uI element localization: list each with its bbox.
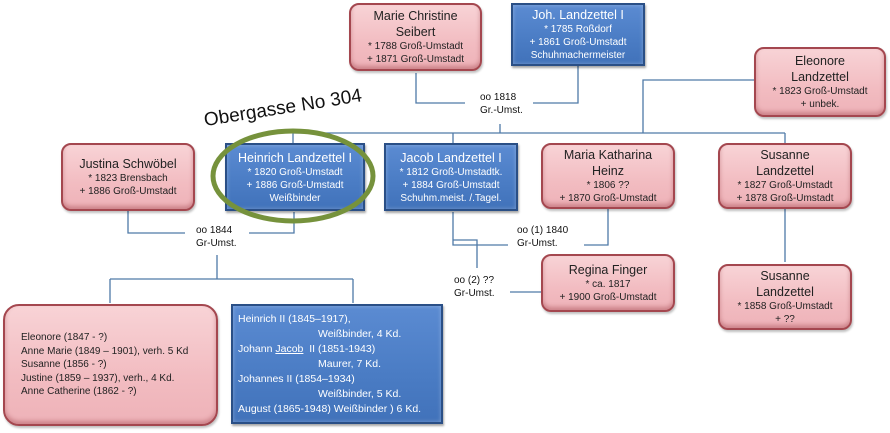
connector-jacob-2 bbox=[453, 239, 478, 268]
birth-info: * 1812 Groß-Umstadtk. bbox=[399, 166, 503, 178]
death-info: + 1861 Groß-Umstadt bbox=[529, 37, 627, 48]
death-info: + unbek. bbox=[800, 99, 840, 110]
marriage-label-1818: oo 1818 Gr.-Umst. bbox=[480, 91, 523, 117]
person-box-jacob[interactable]: Jacob Landzettel I * 1812 Groß-Umstadtk.… bbox=[384, 143, 518, 211]
connector-1840-right bbox=[584, 208, 609, 246]
death-info: + 1886 Groß-Umstadt bbox=[246, 179, 344, 191]
person-box-maria-katharina[interactable]: Maria Katharina Heinz * 1806 ?? + 1870 G… bbox=[541, 143, 675, 209]
person-name: Susanne bbox=[760, 148, 810, 162]
occupation: Schuhm.meist. /.Tagel. bbox=[400, 192, 502, 204]
person-name: Heinrich Landzettel I bbox=[238, 150, 352, 165]
person-name: Landzettel bbox=[756, 164, 814, 178]
person-box-marie-christine[interactable]: Marie Christine Seibert * 1788 Groß-Umst… bbox=[349, 3, 482, 71]
person-name: Marie Christine bbox=[373, 9, 458, 23]
daughters-box[interactable]: Eleonore (1847 - ?) Anne Marie (1849 – 1… bbox=[3, 304, 218, 426]
person-name: Heinz bbox=[592, 164, 624, 178]
person-name: Regina Finger bbox=[568, 263, 648, 277]
death-info: + ?? bbox=[775, 314, 795, 325]
death-info: + 1900 Groß-Umstadt bbox=[559, 292, 657, 303]
marriage-date: oo 1844 bbox=[196, 225, 233, 236]
person-name: Susanne bbox=[760, 269, 810, 283]
person-name: Joh. Landzettel I bbox=[532, 8, 624, 22]
sons-box[interactable]: Heinrich II (1845–1917), Weißbinder, 4 K… bbox=[231, 304, 443, 424]
person-name: Eleonore bbox=[794, 54, 846, 68]
marriage-label-2: oo (2) ?? Gr-Umst. bbox=[454, 274, 495, 300]
marriage-place: Gr-Umst. bbox=[196, 238, 237, 249]
birth-info: * 1858 Groß-Umstadt bbox=[737, 301, 833, 312]
marriage-place: Gr-Umst. bbox=[517, 238, 558, 249]
person-box-eleonore[interactable]: Eleonore Landzettel * 1823 Groß-Umstadt … bbox=[754, 47, 886, 117]
person-name: Jacob Landzettel I bbox=[400, 150, 502, 165]
death-info: + 1878 Groß-Umstadt bbox=[736, 193, 834, 204]
person-box-joh-landzettel[interactable]: Joh. Landzettel I * 1785 Roßdorf + 1861 … bbox=[511, 3, 645, 66]
daughter-item: Eleonore (1847 - ?) bbox=[21, 332, 108, 344]
birth-info: * 1823 Groß-Umstadt bbox=[772, 86, 868, 97]
connector-1818-right bbox=[533, 66, 579, 104]
birth-info: * ca. 1817 bbox=[585, 279, 631, 290]
marriage-place: Gr.-Umst. bbox=[480, 105, 523, 116]
marriage-label-1844: oo 1844 Gr-Umst. bbox=[196, 224, 237, 250]
birth-info: * 1785 Roßdorf bbox=[544, 24, 612, 35]
birth-info: * 1788 Groß-Umstadt bbox=[367, 41, 464, 52]
occupation: Schuhmachermeister bbox=[530, 50, 626, 61]
person-name: Seibert bbox=[395, 25, 436, 39]
marriage-date: oo (2) ?? bbox=[454, 275, 495, 286]
son-name-prefix: Johann bbox=[238, 342, 276, 355]
marriage-date: oo 1818 bbox=[480, 92, 517, 103]
son-item: Johann Jacob II (1851-1943) bbox=[238, 342, 375, 357]
death-info: + 1871 Groß-Umstadt bbox=[367, 54, 464, 65]
marriage-place: Gr-Umst. bbox=[454, 288, 495, 299]
birth-info: * 1823 Brensbach bbox=[88, 173, 168, 184]
son-item: Heinrich II (1845–1917), bbox=[238, 312, 351, 325]
son-occupation: Weißbinder, 4 Kd. bbox=[318, 327, 402, 340]
person-name: Justina Schwöbel bbox=[79, 157, 177, 171]
daughter-item: Anne Marie (1849 – 1901), verh. 5 Kd bbox=[21, 345, 189, 357]
daughter-item: Susanne (1856 - ?) bbox=[21, 359, 107, 371]
person-name: Landzettel bbox=[791, 70, 849, 84]
son-occupation: Weißbinder, 5 Kd. bbox=[318, 387, 402, 400]
daughter-item: Justine (1859 – 1937), verh., 4 Kd. bbox=[21, 372, 175, 384]
son-occupation: Maurer, 7 Kd. bbox=[318, 357, 382, 370]
marriage-date: oo (1) 1840 bbox=[517, 225, 569, 236]
birth-info: * 1820 Groß-Umstadt bbox=[247, 166, 343, 178]
person-name: Landzettel bbox=[756, 285, 814, 299]
marriage-label-1840: oo (1) 1840 Gr-Umst. bbox=[517, 224, 568, 250]
connector-jacob bbox=[452, 212, 508, 246]
son-name-underlined: Jacob bbox=[275, 342, 304, 355]
birth-info: * 1806 ?? bbox=[586, 180, 630, 191]
person-box-justina[interactable]: Justina Schwöbel * 1823 Brensbach + 1886… bbox=[61, 143, 195, 211]
person-box-regina[interactable]: Regina Finger * ca. 1817 + 1900 Groß-Ums… bbox=[541, 254, 675, 312]
branch-eleonore bbox=[642, 79, 754, 133]
death-info: + 1870 Groß-Umstadt bbox=[559, 193, 657, 204]
occupation: Weißbinder bbox=[269, 192, 321, 204]
person-box-heinrich[interactable]: Heinrich Landzettel I * 1820 Groß-Umstad… bbox=[225, 143, 365, 211]
person-box-susanne-1827[interactable]: Susanne Landzettel * 1827 Groß-Umstadt +… bbox=[718, 143, 852, 209]
connector-1844-right bbox=[249, 212, 295, 234]
son-item: Johannes II (1854–1934) bbox=[238, 372, 355, 385]
son-name-suffix: II (1851-1943) bbox=[303, 342, 376, 355]
son-item: August (1865-1948) Weißbinder ) 6 Kd. bbox=[238, 402, 422, 415]
death-info: + 1884 Groß-Umstadt bbox=[402, 179, 500, 191]
connector-1844-left bbox=[127, 211, 185, 234]
birth-info: * 1827 Groß-Umstadt bbox=[737, 180, 833, 191]
connector-1818 bbox=[415, 73, 465, 104]
person-box-susanne-1858[interactable]: Susanne Landzettel * 1858 Groß-Umstadt +… bbox=[718, 264, 852, 330]
death-info: + 1886 Groß-Umstadt bbox=[79, 186, 177, 197]
daughter-item: Anne Catherine (1862 - ?) bbox=[21, 386, 137, 398]
person-name: Maria Katharina bbox=[563, 148, 653, 162]
